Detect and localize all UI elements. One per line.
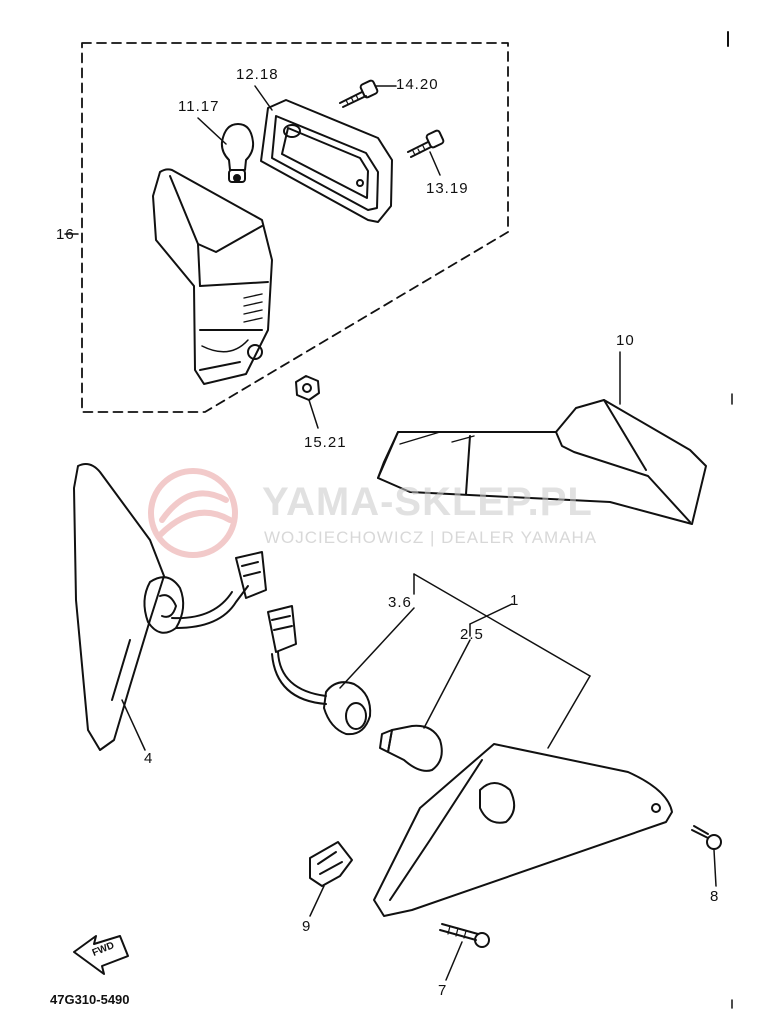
callout-3-6: 3.6 [388, 594, 412, 611]
watermark-logo-icon [148, 468, 238, 558]
screw-icon [407, 129, 445, 158]
drawing-code: 47G310-5490 [50, 992, 130, 1007]
left-turn-signal-lens-icon [73, 463, 267, 751]
screw-icon [691, 825, 722, 850]
screw-icon [439, 923, 490, 948]
callout-13-19: 13.19 [426, 180, 469, 197]
callout-1: 1 [510, 592, 520, 609]
assembly-16-dashed-box [81, 42, 509, 413]
watermark-subtitle: WOJCIECHOWICZ | DEALER YAMAHA [264, 528, 598, 547]
callout-4: 4 [144, 750, 154, 767]
turn-signal-housing-icon [152, 168, 273, 385]
lens-icon [260, 99, 393, 223]
forward-arrow-icon [73, 935, 129, 975]
callout-8: 8 [710, 888, 720, 905]
callout-16: 16 [56, 226, 75, 243]
callout-9: 9 [302, 918, 312, 935]
callout-2-5: 2.5 [460, 626, 484, 643]
screw-icon [339, 79, 379, 108]
callout-14-20: 14.20 [396, 76, 439, 93]
nut-icon [295, 375, 320, 401]
side-cover-icon [377, 399, 707, 525]
clip-icon [309, 841, 353, 887]
callout-11-17: 11.17 [178, 98, 220, 115]
watermark-title: YAMA-SKLEP.PL [262, 480, 593, 524]
bulb-icon [220, 123, 255, 183]
callout-12-18: 12.18 [236, 66, 279, 83]
socket-icon [267, 605, 372, 736]
callout-15-21: 15.21 [304, 434, 347, 451]
bulb-icon [379, 724, 443, 772]
callout-7: 7 [438, 982, 448, 999]
right-turn-signal-lens-icon [373, 743, 673, 917]
callout-10: 10 [616, 332, 635, 349]
